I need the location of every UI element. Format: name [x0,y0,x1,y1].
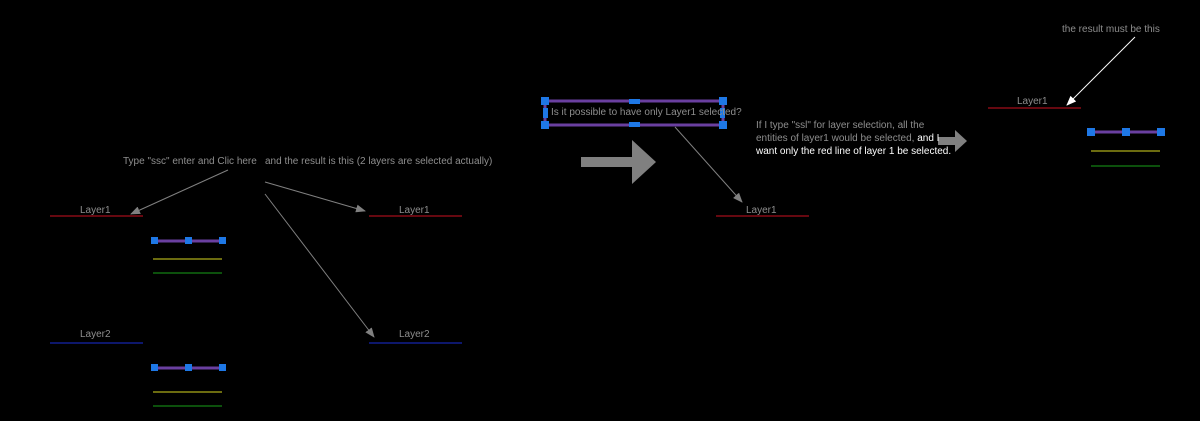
right-arrow-icon [581,140,656,184]
desired-polyline[interactable] [1087,128,1165,136]
ssl-note-line1: If I type "ssl" for layer selection, all… [756,120,925,131]
ssl-note-line2-grey: entities of layer1 would be selected, [756,133,918,144]
layer1-label: Layer1 [80,205,111,216]
grip-mid[interactable] [185,364,192,371]
right-arrow-icon [938,130,967,152]
grip-mid[interactable] [720,108,725,118]
leader-arrow-must [1066,36,1136,106]
leader-arrow-question [674,126,743,203]
grip-corner[interactable] [541,121,549,129]
layer2-label: Layer2 [80,329,111,340]
ssl-note-line2-white: and I [917,133,940,144]
grip-corner[interactable] [541,97,549,105]
leader-arrow-result-1 [264,181,366,213]
result-layer2-label: Layer2 [399,329,430,340]
grip-start[interactable] [151,364,158,371]
grip-mid[interactable] [543,108,548,118]
selected-polyline-1[interactable] [151,237,226,244]
grip-start[interactable] [151,237,158,244]
grip-corner[interactable] [719,97,727,105]
grip-end[interactable] [1157,128,1165,136]
leader-arrow-result-2 [264,193,375,338]
result-note: and the result is this (2 layers are sel… [265,156,493,167]
grip-end[interactable] [219,237,226,244]
ssl-note-line3: want only the red line of layer 1 be sel… [756,146,952,157]
question-box-selected[interactable] [541,97,727,129]
grip-mid[interactable] [185,237,192,244]
selected-polyline-2[interactable] [151,364,226,371]
result-layer1-label: Layer1 [399,205,430,216]
grip-start[interactable] [1087,128,1095,136]
grip-corner[interactable] [719,121,727,129]
question-layer1-label: Layer1 [746,205,777,216]
grip-mid[interactable] [629,122,640,127]
ssl-note-line2: entities of layer1 would be selected, an… [756,133,939,145]
leader-arrow-clic [130,169,229,215]
result-must-note: the result must be this [1062,24,1160,35]
grip-mid[interactable] [1122,128,1130,136]
grip-mid[interactable] [629,99,640,104]
desired-layer1-label: Layer1 [1017,96,1048,107]
grip-end[interactable] [219,364,226,371]
question-text[interactable]: Is it possible to have only Layer1 selec… [551,107,742,118]
instruction-type-ssc: Type "ssc" enter and Clic here [123,156,257,167]
